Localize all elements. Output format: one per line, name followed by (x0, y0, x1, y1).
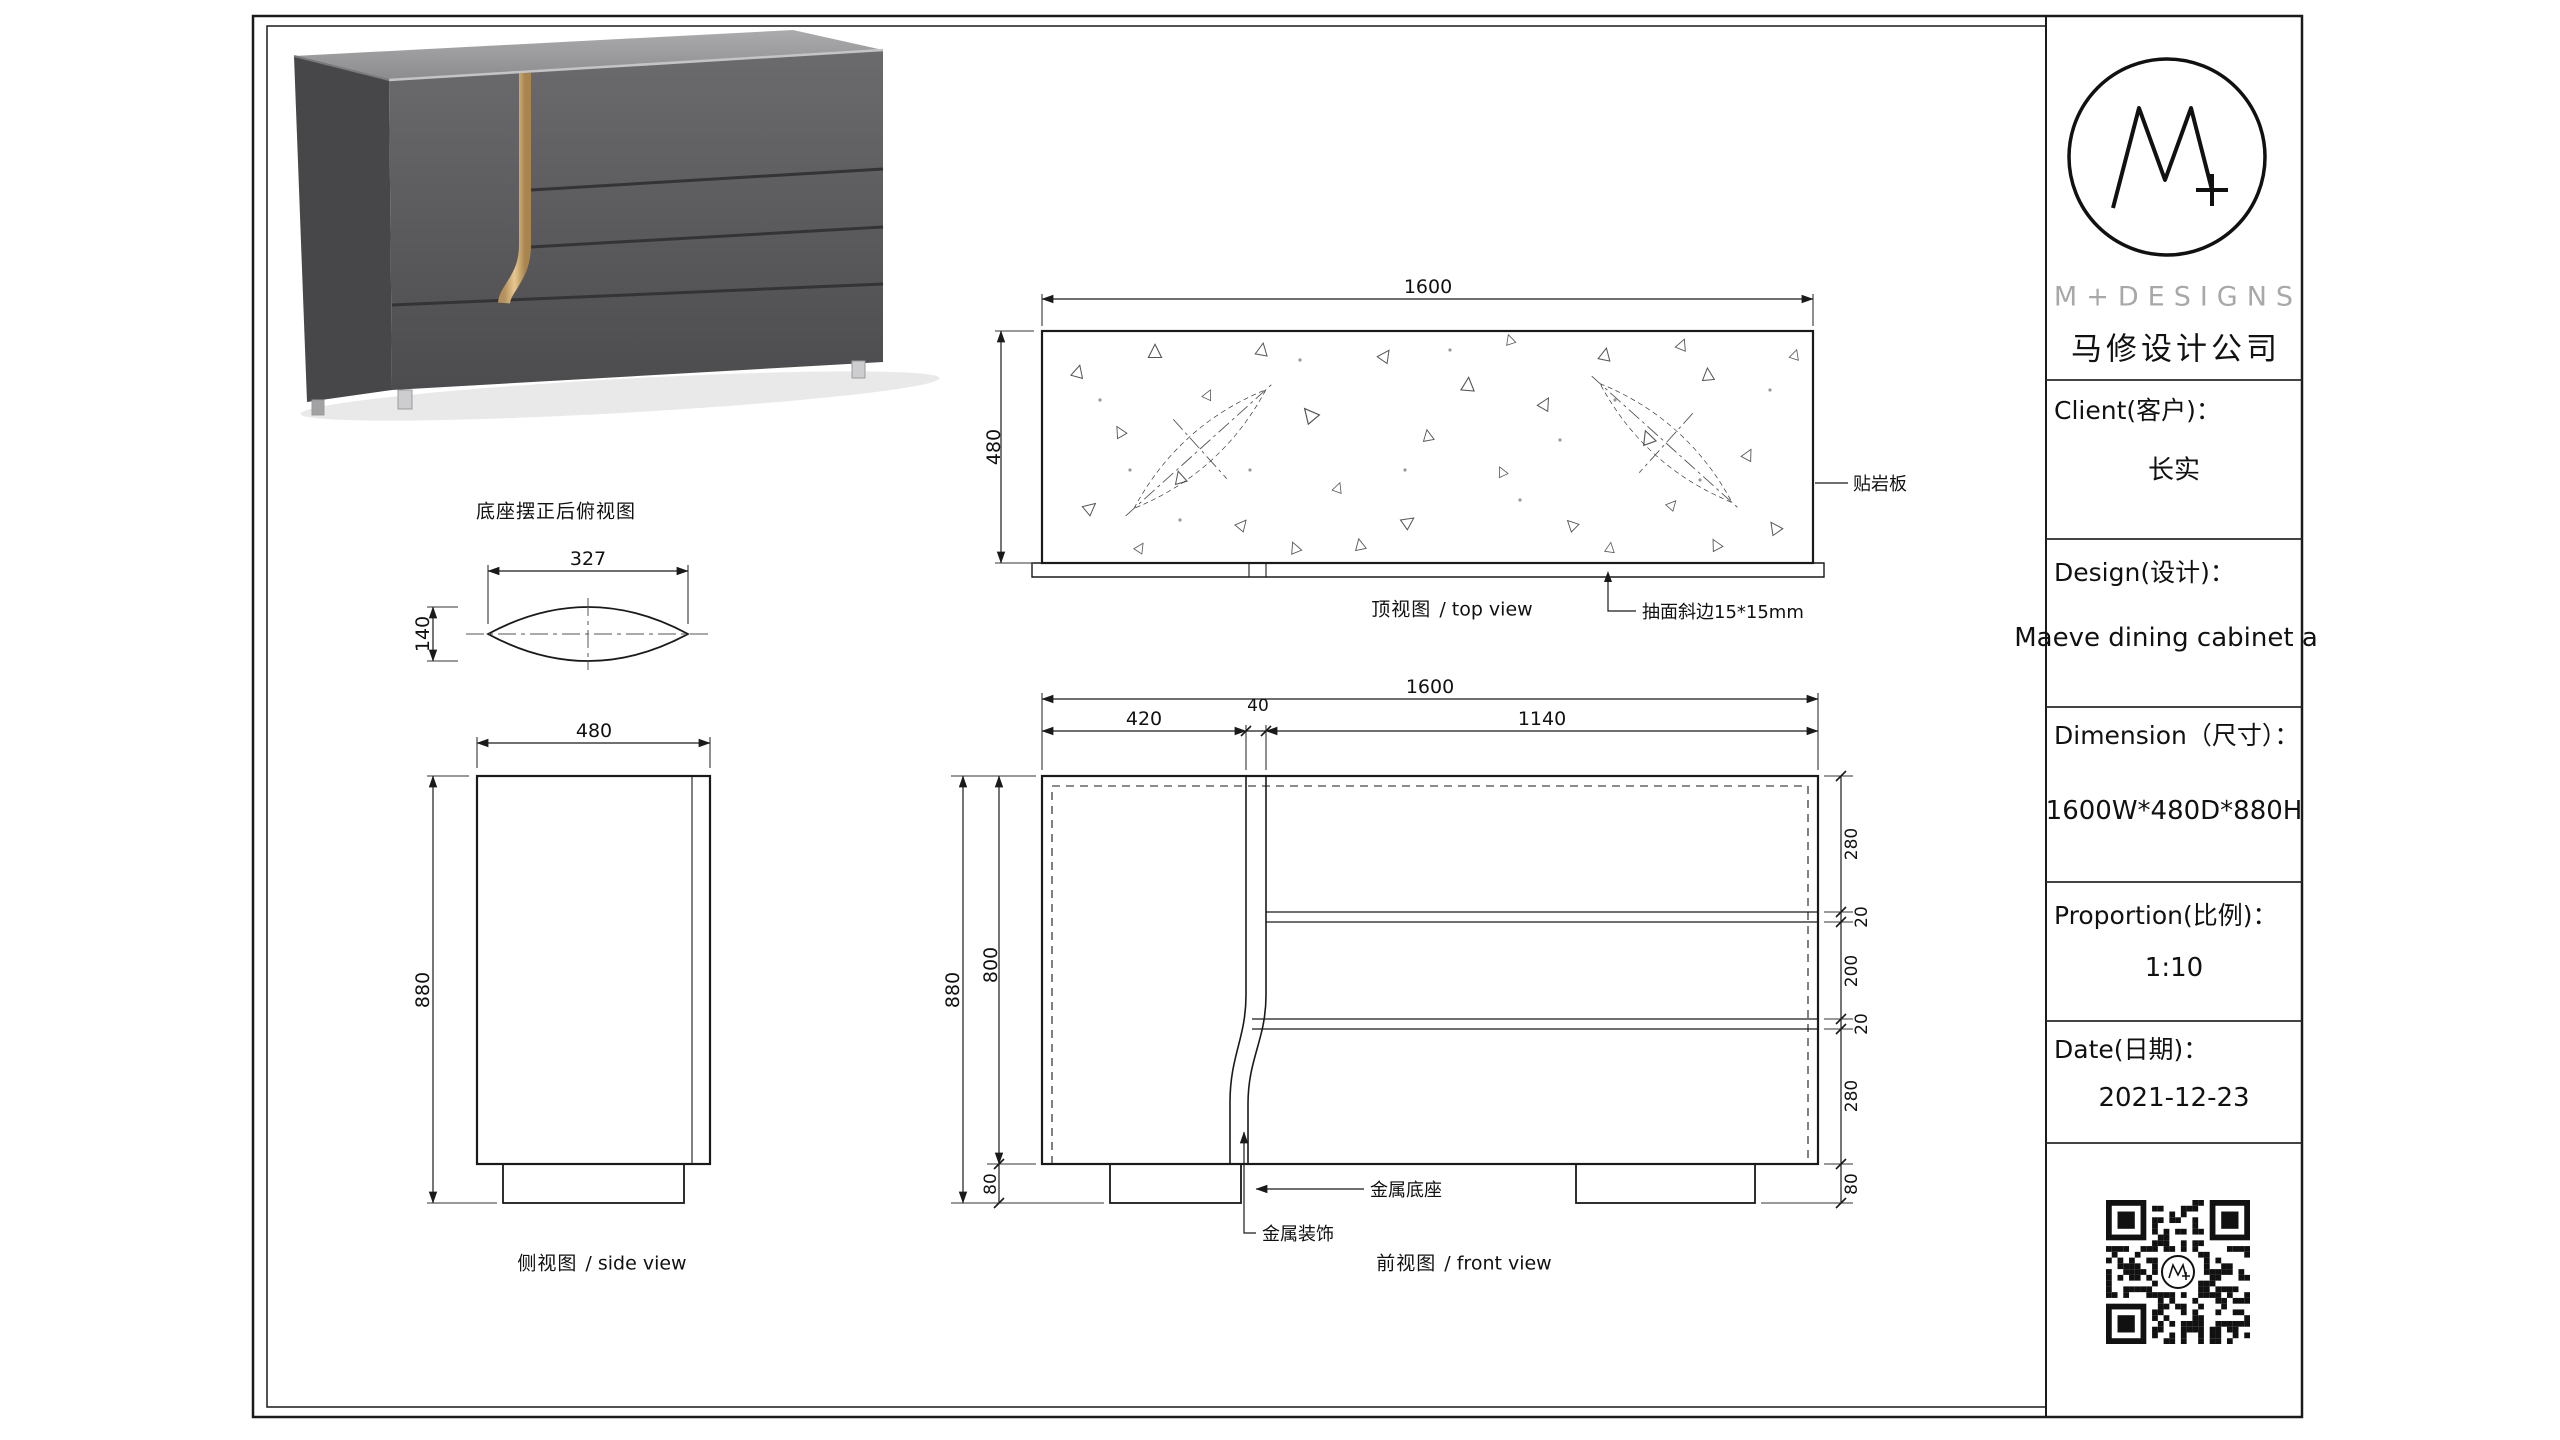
dim-front-body-height: 800 (980, 946, 1002, 984)
note-drawer-bevel: 抽面斜边15*15mm (1642, 602, 1804, 623)
proportion-label: Proportion(比例)： (2054, 901, 2278, 930)
caption-top-view-en: / top view (1439, 598, 1533, 621)
client-label: Client(客户)： (2054, 396, 2221, 425)
title-block-rules (2046, 379, 2302, 1144)
dim-top-depth: 480 (983, 428, 1005, 466)
dim-front-right-280b: 280 (1842, 1079, 1862, 1113)
design-value: Maeve dining cabinet a (2014, 623, 2318, 653)
dim-front-drawers-width: 1140 (1517, 708, 1567, 730)
caption-front-view-cn: 前视图 (1376, 1252, 1437, 1275)
base-top-view-drawing (427, 565, 710, 670)
dim-front-right-20b: 20 (1852, 1013, 1872, 1035)
brand-logo-icon (2067, 57, 2267, 257)
qr-pattern (2106, 1200, 2250, 1344)
caption-side-view-cn: 侧视图 (517, 1252, 578, 1275)
dim-front-right-80: 80 (1842, 1173, 1862, 1195)
dim-front-strip-width: 40 (1247, 696, 1269, 716)
dimension-value: 1600W*480D*880H (2045, 796, 2303, 826)
dim-side-width: 480 (575, 720, 613, 742)
date-value: 2021-12-23 (2098, 1083, 2250, 1113)
date-label: Date(日期)： (2054, 1035, 2209, 1064)
caption-side-view: 侧视图 / side view (517, 1249, 686, 1276)
note-metal-base: 金属底座 (1370, 1180, 1442, 1201)
dim-front-total-width: 1600 (1405, 676, 1455, 698)
qr-center-logo-icon (2161, 1255, 2195, 1289)
caption-top-view: 顶视图 / top view (1371, 595, 1532, 622)
caption-front-view: 前视图 / front view (1376, 1249, 1551, 1276)
top-view-drawing (995, 294, 1848, 612)
caption-base-top-view: 底座摆正后俯视图 (475, 500, 637, 523)
note-metal-deco: 金属装饰 (1262, 1224, 1334, 1245)
dim-front-base-height: 80 (981, 1173, 1001, 1195)
front-view-drawing (951, 693, 1853, 1234)
render-3d (293, 30, 940, 421)
caption-side-view-en: / side view (585, 1252, 687, 1275)
dim-side-height: 880 (412, 971, 434, 1009)
dim-front-right-280a: 280 (1842, 827, 1862, 861)
dimension-label: Dimension（尺寸）： (2054, 721, 2300, 750)
dim-base-top-height: 140 (412, 615, 434, 653)
dim-front-door-width: 420 (1125, 708, 1163, 730)
brand-name-cn: 马修设计公司 (2071, 331, 2281, 368)
sheet-frame (251, 14, 2304, 1419)
caption-front-view-en: / front view (1444, 1252, 1552, 1275)
caption-top-view-cn: 顶视图 (1371, 598, 1432, 621)
dim-front-right-200: 200 (1842, 954, 1862, 988)
client-value: 长实 (2147, 455, 2201, 486)
dim-front-right-20a: 20 (1852, 906, 1872, 928)
brand-name-en: M+DESIGNS (2053, 281, 2303, 313)
dim-top-width: 1600 (1403, 276, 1453, 298)
qr-mini-monogram (2168, 1262, 2190, 1280)
side-view-drawing (427, 737, 712, 1204)
proportion-value: 1:10 (2144, 953, 2204, 983)
dim-base-top-width: 327 (569, 548, 607, 570)
design-label: Design(设计)： (2054, 558, 2235, 587)
qr-code (2106, 1200, 2250, 1344)
dim-front-total-height: 880 (942, 971, 964, 1009)
note-stone-slab: 贴岩板 (1853, 474, 1907, 495)
